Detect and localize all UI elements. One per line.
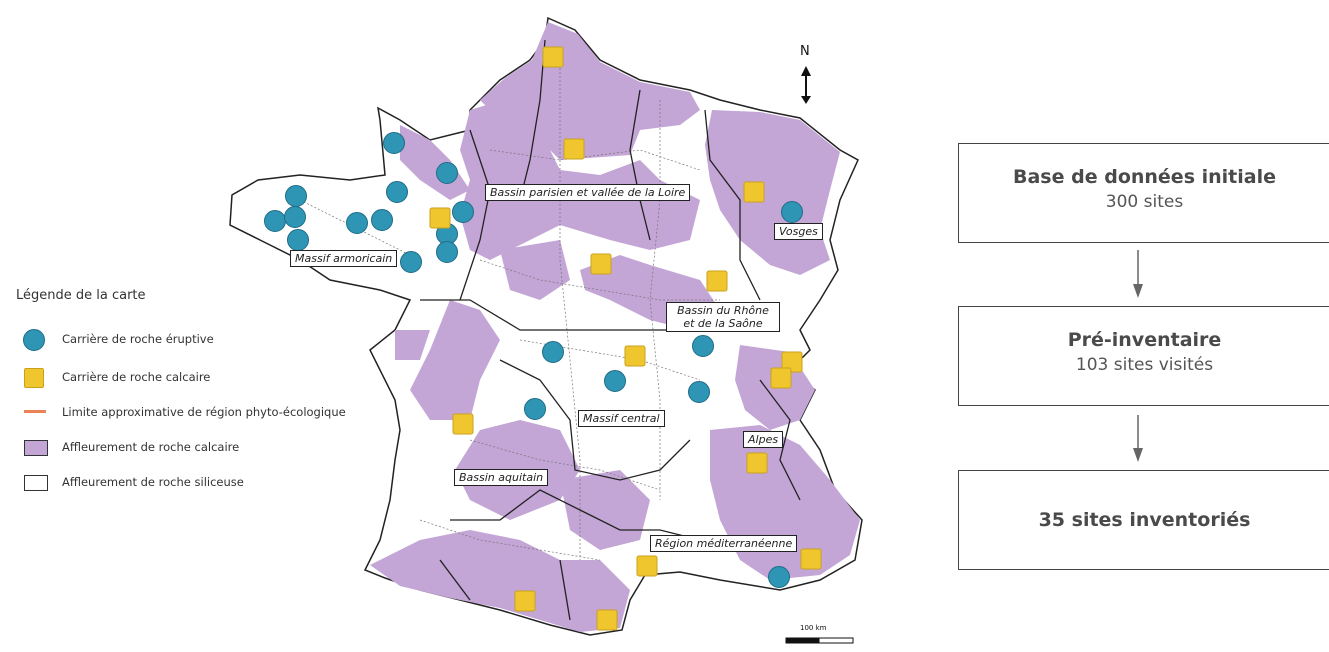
eruptive-quarry-marker <box>604 370 626 392</box>
region-limits <box>420 39 801 621</box>
region-label-massif-armoricain: Massif armoricain <box>290 250 398 267</box>
region-label-mediterraneenne: Région méditerranéenne <box>650 535 798 552</box>
legend-item-siliceuse-outcrop: Affleurement de roche siliceuse <box>22 471 244 493</box>
region-label-bassin-rhone: Bassin du Rhône et de la Saône <box>666 302 780 332</box>
region-label-bassin-aquitain: Bassin aquitain <box>454 469 549 486</box>
flow-step-title: 35 sites inventoriés <box>1038 509 1251 531</box>
calcaire-quarry-marker <box>624 345 646 367</box>
legend-label: Limite approximative de région phyto-éco… <box>62 405 346 419</box>
flow-step-subtitle: 300 sites <box>1105 192 1184 212</box>
legend-item-calcaire-quarry: Carrière de roche calcaire <box>22 366 210 388</box>
calcaire-quarry-marker <box>706 270 728 292</box>
department-borders <box>299 60 720 561</box>
calcaire-quarry-marker <box>596 609 618 631</box>
france-outline <box>229 16 863 636</box>
eruptive-quarry-marker <box>264 210 286 232</box>
eruptive-quarry-marker <box>383 132 405 154</box>
region-label-bassin-rhone-text: Bassin du Rhône et de la Saône <box>677 304 769 330</box>
region-label-alpes: Alpes <box>743 431 784 448</box>
calcaire-quarry-icon <box>24 368 44 388</box>
legend-item-calcaire-outcrop: Affleurement de roche calcaire <box>22 436 239 458</box>
eruptive-quarry-marker <box>768 566 790 588</box>
flow-step-initial: Base de données initiale 300 sites <box>958 143 1329 243</box>
calcaire-quarry-marker <box>636 555 658 577</box>
flow-arrows <box>1133 250 1143 462</box>
calcaire-quarry-marker <box>452 413 474 435</box>
region-limit-line-icon <box>24 410 46 413</box>
calcaire-quarry-marker <box>743 181 765 203</box>
eruptive-quarry-marker <box>284 206 306 228</box>
calcaire-outcrop-swatch-icon <box>24 440 48 456</box>
eruptive-quarry-marker <box>542 341 564 363</box>
scale-bar <box>785 637 854 644</box>
flow-step-title: Pré-inventaire <box>1067 329 1222 351</box>
eruptive-quarry-marker <box>452 201 474 223</box>
eruptive-quarry-marker <box>781 201 803 223</box>
eruptive-quarry-marker <box>285 185 307 207</box>
region-label-bassin-parisien: Bassin parisien et vallée de la Loire <box>485 184 691 201</box>
legend-title: Légende de la carte <box>16 288 146 303</box>
eruptive-quarry-marker <box>400 251 422 273</box>
eruptive-quarry-marker <box>371 209 393 231</box>
siliceuse-outcrop-swatch-icon <box>24 475 48 491</box>
north-label: N <box>800 44 810 59</box>
legend-item-eruptive: Carrière de roche éruptive <box>22 328 214 351</box>
eruptive-quarry-marker <box>688 381 710 403</box>
eruptive-quarry-marker <box>692 335 714 357</box>
eruptive-quarry-marker <box>386 181 408 203</box>
eruptive-quarry-marker <box>287 229 309 251</box>
eruptive-quarry-marker <box>524 398 546 420</box>
calcaire-quarry-marker <box>781 351 803 373</box>
calcaire-quarry-marker <box>429 207 451 229</box>
eruptive-quarry-marker <box>346 212 368 234</box>
quarry-sites <box>264 46 822 631</box>
legend-label: Carrière de roche éruptive <box>62 332 214 346</box>
calcaire-quarry-marker <box>800 548 822 570</box>
legend-label: Affleurement de roche siliceuse <box>62 475 244 489</box>
eruptive-quarry-icon <box>23 329 45 351</box>
legend-item-limite: Limite approximative de région phyto-éco… <box>22 401 346 423</box>
scale-label: 100 km <box>800 624 827 632</box>
calcaire-quarry-marker <box>590 253 612 275</box>
flow-step-inventoried: 35 sites inventoriés <box>958 470 1329 570</box>
calcaire-quarry-marker <box>746 452 768 474</box>
calcaire-quarry-marker <box>563 138 585 160</box>
flow-step-pre-inventaire: Pré-inventaire 103 sites visités <box>958 306 1329 406</box>
eruptive-quarry-marker <box>436 241 458 263</box>
legend-label: Carrière de roche calcaire <box>62 370 211 384</box>
legend-label: Affleurement de roche calcaire <box>62 440 240 454</box>
region-label-vosges: Vosges <box>774 223 823 240</box>
flow-step-subtitle: 103 sites visités <box>1075 355 1214 375</box>
flow-step-title: Base de données initiale <box>1013 166 1276 188</box>
region-label-massif-central: Massif central <box>578 410 665 427</box>
north-arrow <box>801 66 811 104</box>
eruptive-quarry-marker <box>436 162 458 184</box>
calcaire-quarry-marker <box>514 590 536 612</box>
calcaire-quarry-marker <box>770 367 792 389</box>
calcaire-quarry-marker <box>542 46 564 68</box>
